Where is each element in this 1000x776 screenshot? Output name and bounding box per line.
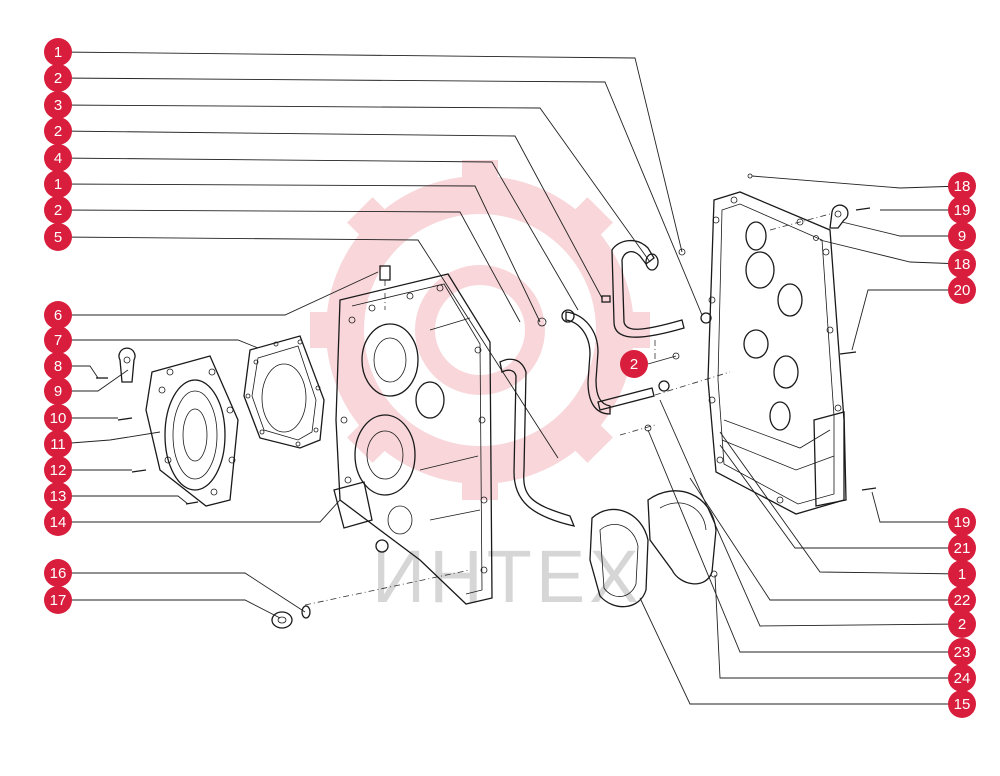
callout-badge: 23 bbox=[948, 638, 976, 666]
svg-text:7: 7 bbox=[54, 332, 62, 349]
callout-badge: 15 bbox=[948, 690, 976, 718]
bracket-left bbox=[96, 347, 136, 383]
svg-text:8: 8 bbox=[54, 358, 62, 375]
svg-text:13: 13 bbox=[50, 488, 67, 505]
seal-plate-24 bbox=[647, 490, 718, 585]
svg-text:12: 12 bbox=[50, 462, 67, 479]
svg-text:9: 9 bbox=[958, 228, 966, 245]
svg-text:5: 5 bbox=[54, 229, 62, 246]
watermark-text: ИНТЕХ bbox=[372, 535, 643, 618]
svg-text:2: 2 bbox=[630, 356, 638, 373]
svg-text:14: 14 bbox=[50, 514, 67, 531]
svg-text:3: 3 bbox=[54, 97, 62, 114]
svg-text:2: 2 bbox=[54, 202, 62, 219]
callout-badge: 4 bbox=[44, 144, 72, 172]
hose-lower bbox=[499, 358, 576, 527]
svg-text:9: 9 bbox=[54, 383, 62, 400]
svg-text:2: 2 bbox=[54, 70, 62, 87]
svg-text:16: 16 bbox=[50, 565, 67, 582]
callout-badge: 2 bbox=[948, 610, 976, 638]
callout-badge: 5 bbox=[44, 223, 72, 251]
svg-text:2: 2 bbox=[958, 616, 966, 633]
svg-text:19: 19 bbox=[954, 514, 971, 531]
callout-badge: 24 bbox=[948, 664, 976, 692]
callout-badge: 11 bbox=[44, 430, 72, 458]
callout-badge: 7 bbox=[44, 326, 72, 354]
bolts-left bbox=[117, 417, 199, 505]
callout-badge: 2 bbox=[44, 64, 72, 92]
callout-badge: 2 bbox=[44, 196, 72, 224]
plug-and-seal bbox=[271, 605, 311, 629]
callout-badge: 8 bbox=[44, 352, 72, 380]
callout-badge: 9 bbox=[948, 222, 976, 250]
pipe-middle bbox=[537, 309, 611, 415]
callout-badge: 16 bbox=[44, 559, 72, 587]
svg-text:6: 6 bbox=[54, 307, 62, 324]
svg-text:24: 24 bbox=[954, 670, 971, 687]
bolt-center bbox=[597, 248, 712, 432]
main-housing bbox=[333, 265, 493, 605]
svg-text:18: 18 bbox=[954, 178, 971, 195]
bracket-right bbox=[747, 173, 877, 491]
callout-badge: 21 bbox=[948, 534, 976, 562]
pipe-upper bbox=[611, 240, 685, 338]
callout-center: 2 bbox=[620, 350, 677, 378]
callout-badge: 1 bbox=[44, 38, 72, 66]
callout-badge: 14 bbox=[44, 508, 72, 536]
svg-text:1: 1 bbox=[54, 44, 62, 61]
callout-badge: 6 bbox=[44, 301, 72, 329]
watermark: ИНТЕХ bbox=[310, 160, 650, 618]
rear-housing bbox=[707, 191, 847, 515]
gear-logo-watermark bbox=[310, 160, 650, 500]
callout-badge: 13 bbox=[44, 482, 72, 510]
svg-text:17: 17 bbox=[50, 592, 67, 609]
svg-text:1: 1 bbox=[958, 566, 966, 583]
svg-text:10: 10 bbox=[50, 410, 67, 427]
parts bbox=[96, 173, 877, 629]
svg-text:18: 18 bbox=[954, 256, 971, 273]
svg-text:22: 22 bbox=[954, 592, 971, 609]
callouts-left: 1 2 3 2 4 1 2 5 6 7 8 9 10 11 12 13 14 1… bbox=[44, 38, 72, 614]
callout-badge: 22 bbox=[948, 586, 976, 614]
callout-badge: 18 bbox=[948, 250, 976, 278]
gasket bbox=[243, 335, 325, 449]
callout-badge: 1 bbox=[948, 560, 976, 588]
callout-badge: 19 bbox=[948, 196, 976, 224]
callout-badge: 10 bbox=[44, 404, 72, 432]
callout-badge: 9 bbox=[44, 377, 72, 405]
callout-badge: 2 bbox=[44, 117, 72, 145]
svg-text:19: 19 bbox=[954, 202, 971, 219]
callout-badge: 17 bbox=[44, 586, 72, 614]
callout-badge: 19 bbox=[948, 508, 976, 536]
svg-text:11: 11 bbox=[50, 436, 66, 453]
callout-badge: 1 bbox=[44, 170, 72, 198]
assembly-axes bbox=[304, 213, 831, 606]
svg-text:4: 4 bbox=[54, 150, 62, 167]
svg-text:23: 23 bbox=[954, 644, 971, 661]
callouts-right: 18 19 9 18 20 19 21 1 22 2 23 24 15 bbox=[948, 172, 976, 718]
callout-badge: 12 bbox=[44, 456, 72, 484]
svg-text:1: 1 bbox=[54, 176, 62, 193]
front-cover bbox=[145, 355, 239, 507]
svg-text:2: 2 bbox=[54, 123, 62, 140]
callout-badge: 18 bbox=[948, 172, 976, 200]
callout-badge: 2 bbox=[620, 350, 648, 378]
svg-text:21: 21 bbox=[954, 540, 971, 557]
seal-plate-15 bbox=[589, 508, 649, 608]
callout-badge: 3 bbox=[44, 91, 72, 119]
svg-text:15: 15 bbox=[954, 696, 971, 713]
callout-badge: 20 bbox=[948, 276, 976, 304]
svg-text:20: 20 bbox=[954, 282, 971, 299]
